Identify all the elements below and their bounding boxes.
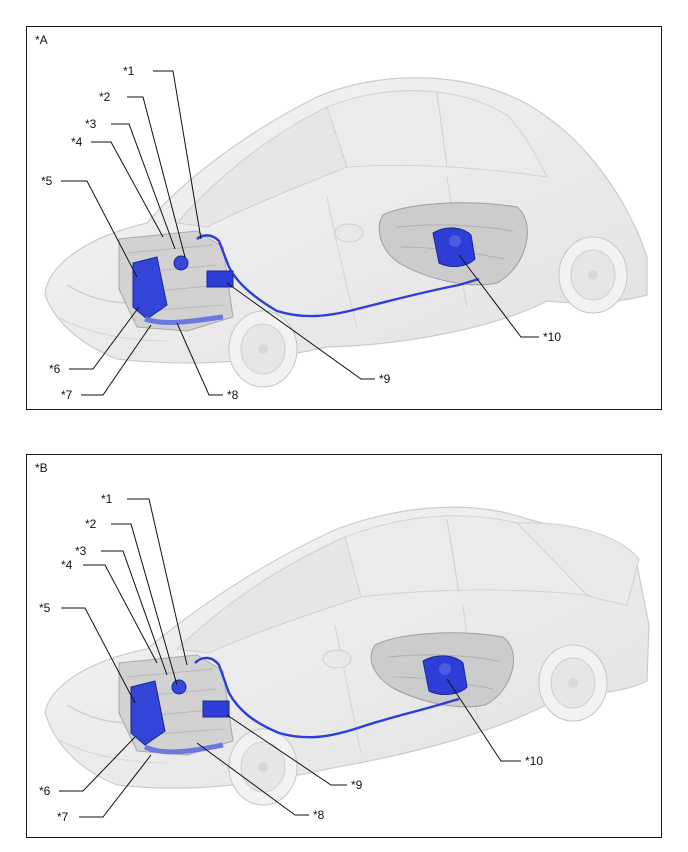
rear-wheel	[558, 236, 628, 314]
car-illustration-hatchback	[44, 70, 648, 396]
callout-label-2: *2	[85, 517, 97, 531]
callout-label-7: *7	[61, 388, 73, 402]
callout-label-2: *2	[99, 90, 111, 104]
callout-label-10: *10	[525, 754, 544, 768]
canister-pump	[173, 255, 189, 271]
callout-label-8: *8	[227, 388, 239, 402]
panel-id: *B	[35, 461, 48, 475]
callout-label-6: *6	[49, 362, 61, 376]
callout-label-7: *7	[57, 810, 69, 824]
callout-label-10: *10	[543, 330, 562, 344]
leader-lines	[59, 498, 521, 818]
callout-label-4: *4	[71, 135, 83, 149]
rear-wheel	[538, 644, 608, 722]
callout-label-1: *1	[123, 64, 135, 78]
charcoal-canister	[422, 655, 468, 695]
front-wheel	[228, 310, 298, 388]
callout-label-9: *9	[379, 372, 391, 386]
exhaust-pipe	[144, 314, 224, 325]
fuel-line	[196, 234, 480, 318]
callout-label-5: *5	[39, 601, 51, 615]
purge-vsv	[202, 700, 230, 718]
callout-label-3: *3	[85, 117, 97, 131]
intake-manifold	[132, 256, 168, 320]
callout-label-5: *5	[41, 174, 53, 188]
callout-label-4: *4	[61, 558, 73, 572]
exhaust-pipe	[143, 742, 224, 755]
leader-lines	[61, 70, 539, 396]
diagram-panel-b: *B	[26, 454, 662, 838]
front-wheel	[228, 728, 298, 806]
callout-label-3: *3	[75, 544, 87, 558]
callout-label-8: *8	[313, 808, 325, 822]
side-windows	[326, 90, 548, 178]
fuel-line	[194, 656, 460, 739]
charcoal-canister	[432, 227, 476, 267]
callout-label-1: *1	[101, 492, 113, 506]
purge-vsv	[206, 270, 234, 288]
intake-manifold	[130, 680, 166, 746]
car-illustration-sedan	[44, 498, 650, 818]
trunk	[515, 522, 640, 606]
diagram-panel-a: *A	[26, 26, 662, 410]
canister-pump	[171, 679, 187, 695]
callout-label-6: *6	[39, 784, 51, 798]
callout-label-9: *9	[351, 778, 363, 792]
panel-id: *A	[35, 33, 48, 47]
